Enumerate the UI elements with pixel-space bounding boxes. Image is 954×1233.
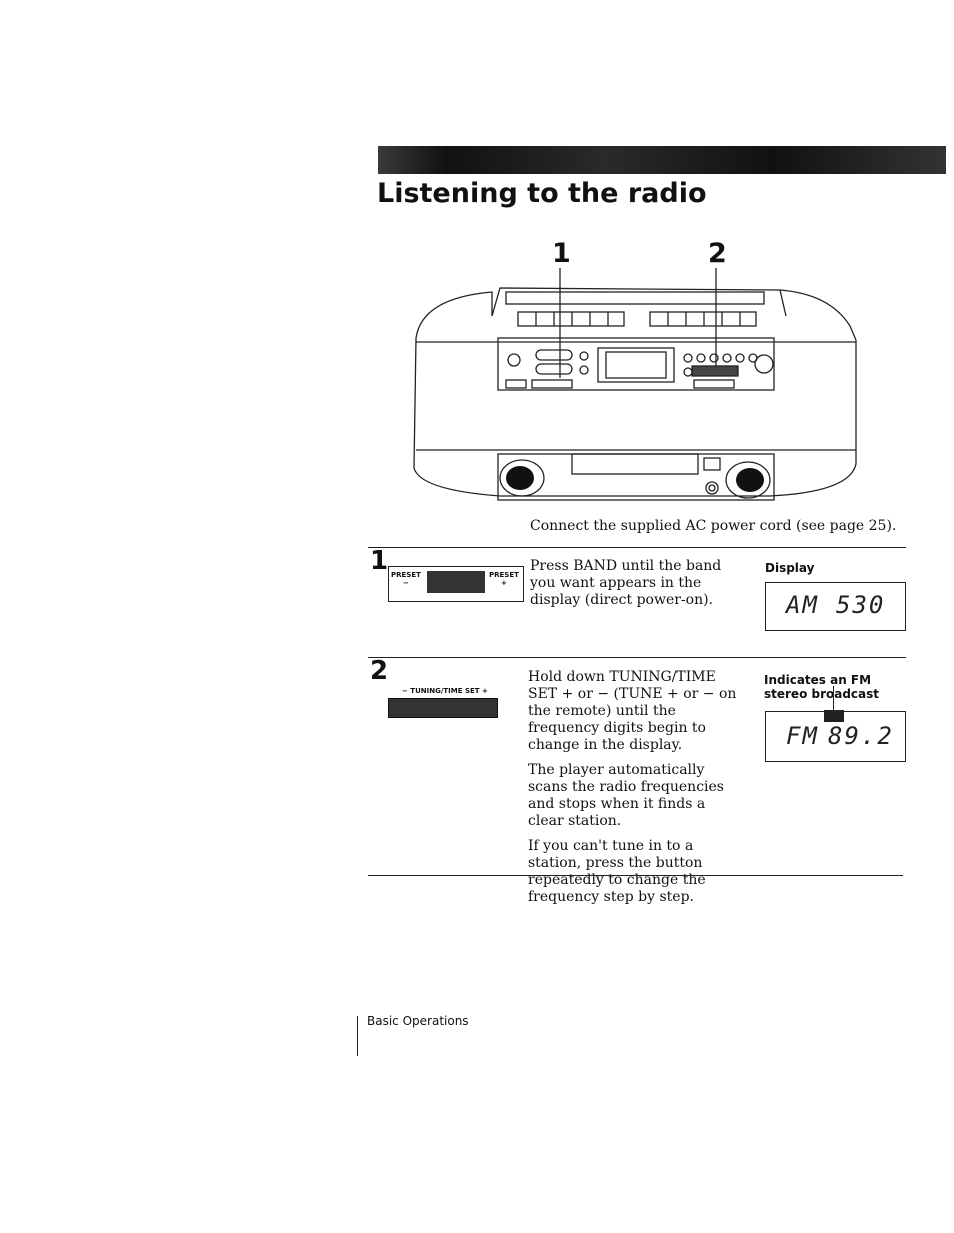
footer-divider bbox=[357, 1016, 358, 1056]
tuning-button-graphic bbox=[388, 698, 498, 718]
display-fm: FM 89.2 bbox=[765, 710, 906, 762]
display-label: Display bbox=[765, 561, 815, 575]
step-2-paragraph-3: If you can't tune in to a station, press… bbox=[528, 838, 706, 905]
stereo-indicator-leader bbox=[833, 686, 834, 710]
step-2-text: Hold down TUNING/TIME SET + or − (TUNE +… bbox=[528, 669, 740, 914]
stereo-indicator-label: Indicates an FM stereo broadcast bbox=[764, 673, 880, 701]
footer-section-name: Basic Operations bbox=[367, 1014, 469, 1028]
display-am-frequency: 530 bbox=[836, 591, 886, 619]
divider-2 bbox=[368, 657, 906, 658]
intro-text: Connect the supplied AC power cord (see … bbox=[530, 518, 897, 534]
preset-plus-label: PRESET bbox=[489, 571, 519, 579]
step-2-number: 2 bbox=[370, 656, 389, 686]
step-2-paragraph-2: The player automatically scans the radio… bbox=[528, 762, 724, 829]
divider-3 bbox=[368, 875, 903, 876]
display-am: AM 530 bbox=[765, 582, 906, 631]
band-button-graphic bbox=[427, 571, 485, 593]
preset-plus-sign: + bbox=[501, 579, 507, 587]
step-1-text: Press BAND until the band you want appea… bbox=[530, 558, 742, 617]
display-fm-frequency: 89.2 bbox=[828, 722, 894, 750]
divider-1 bbox=[368, 547, 906, 548]
tuning-button-label: − TUNING/TIME SET + bbox=[402, 687, 488, 695]
preset-minus-label: PRESET bbox=[391, 571, 421, 579]
callout-1: 1 bbox=[552, 238, 571, 269]
stereo-indicator-icon bbox=[824, 710, 844, 722]
preset-button-panel: PRESET − PRESET + bbox=[388, 566, 524, 602]
step-1-number: 1 bbox=[370, 546, 389, 576]
preset-minus-sign: − bbox=[403, 579, 409, 587]
section-header-bar bbox=[378, 146, 946, 174]
step-1-paragraph: Press BAND until the band you want appea… bbox=[530, 558, 722, 608]
page-title: Listening to the radio bbox=[377, 178, 707, 209]
display-am-band: AM bbox=[786, 591, 819, 619]
boombox-illustration bbox=[413, 268, 857, 501]
callout-2: 2 bbox=[708, 238, 727, 269]
step-2-paragraph-1: Hold down TUNING/TIME SET + or − (TUNE +… bbox=[528, 669, 737, 753]
display-fm-band: FM bbox=[786, 722, 819, 750]
